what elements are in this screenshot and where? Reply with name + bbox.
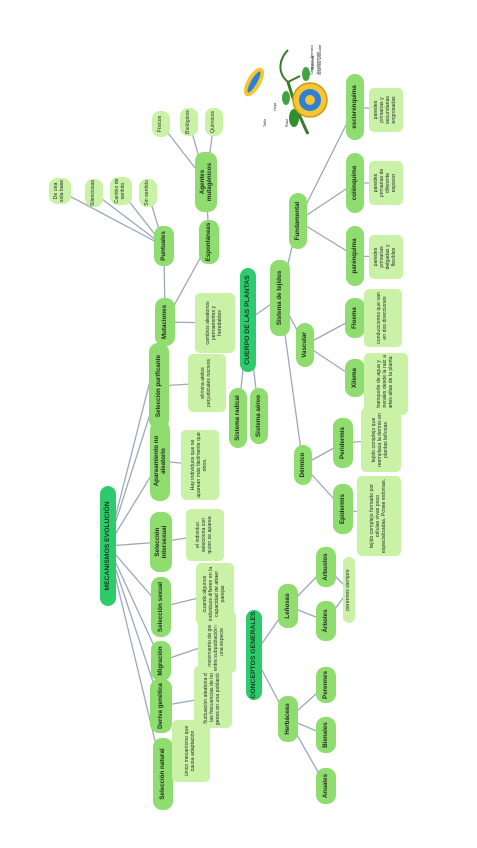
- seleccion-sexual-node: Selección sexual: [151, 577, 171, 637]
- fisicos-node: Físicos: [152, 111, 170, 137]
- connector-line: [107, 545, 162, 662]
- deriva-genetica-desc: fluctuación aleatoria de las frecuencias…: [194, 666, 232, 728]
- parenquima-node: parénquima: [346, 226, 364, 286]
- sistema-radical-node: Sistema radical: [229, 388, 247, 448]
- bienales-node: Bienales: [316, 717, 336, 753]
- seleccion-purificante-desc: elimina alelos perjudiciales nocivos: [188, 354, 226, 412]
- seleccion-purificante-node: Selección purificante: [149, 343, 169, 429]
- cambio-de-sentido-node: Cambio de sentido: [110, 177, 132, 205]
- sistema-tejidos-node: Sistema de tejidos: [270, 260, 290, 336]
- apareamiento-no-aleatorio-node: Apareamiento no aleatorio: [150, 421, 170, 501]
- arboles-node: Árboles: [316, 601, 336, 641]
- xilema-desc: transporte de agua y minerales desde la …: [364, 353, 408, 415]
- connector-line: [59, 190, 165, 247]
- puntuales-node: Puntuales: [154, 226, 174, 266]
- dermico-node: Dérmico: [294, 445, 312, 485]
- connector-line: [107, 545, 164, 775]
- biologicos-node: Biológicos: [180, 108, 198, 136]
- apareamiento-desc: Hay individuos que se aparean más fácilm…: [181, 430, 219, 500]
- herbaceas-node: Herbáceas: [278, 696, 298, 742]
- perennes-siempre-node: perennes siempre: [343, 557, 355, 623]
- arbustos-node: Arbustos: [316, 547, 336, 587]
- silenciosas-node: Silenciosas: [85, 179, 103, 207]
- connector-line: [93, 192, 165, 247]
- migracion-node: Migración: [151, 641, 171, 681]
- vascular-node: Vascular: [296, 323, 314, 367]
- sin-sentido-node: Sin sentido: [139, 179, 157, 207]
- tallo-label: Tallo: [261, 118, 267, 128]
- conceptos-generales-node: CONCEPTOS GENERALES: [246, 610, 262, 700]
- peridermis-node: Peridermis: [333, 418, 353, 468]
- cuerpo-plantas-node: CUERPO DE LAS PLANTAS: [240, 268, 256, 372]
- perennes-node: Perennes: [316, 667, 336, 703]
- agentes-mutagenicos-node: Agentes mutagénicos: [195, 152, 217, 212]
- floema-node: Floema: [345, 298, 365, 338]
- connector-line: [107, 545, 162, 707]
- connector-line: [297, 106, 356, 222]
- hoja-label: Hoja: [271, 102, 277, 112]
- de-una-sola-base-node: De una sola base: [49, 178, 71, 204]
- colenquima-node: colénquima: [346, 153, 364, 213]
- connector-line: [297, 220, 356, 257]
- fundamental-node: Fundamental: [289, 193, 307, 249]
- mecanismos-evolucion-node: MECANISMOS EVOLUCIÓN: [100, 486, 116, 606]
- seleccion-natural-node: Selección natural: [153, 738, 173, 810]
- connector-line: [297, 182, 356, 222]
- stem-cross-section: [292, 82, 328, 118]
- peridermis-desc: tejido complejo que reemplaza la dermis …: [361, 408, 401, 472]
- mutaciones-node: Mutaciones: [155, 298, 175, 346]
- sistema-vascular-label: Sistema vascular: [316, 44, 322, 76]
- epidermis-desc: tejido complejo formado por células viva…: [357, 476, 401, 556]
- seleccion-sexual-desc: cuando algunos individuos difieren en la…: [196, 563, 234, 625]
- sistema-aereo-node: Sistema aéreo: [250, 388, 268, 444]
- seleccion-intersexual-node: Selección intersexual: [150, 512, 172, 572]
- parenquima-desc: paredes primarias delgadas y flexibles: [369, 235, 403, 279]
- root-cross-section: [243, 67, 265, 97]
- anuales-node: Anuales: [316, 768, 336, 804]
- seleccion-natural-desc: único mecanismo que causa adaptación: [172, 720, 210, 782]
- floema-desc: conducciones que van en dos direcciones: [364, 289, 402, 347]
- seleccion-intersexual-desc: el individuo selecciona con quien se apa…: [186, 509, 224, 561]
- raiz-label: Raíz: [283, 118, 289, 128]
- mutaciones-desc: cambios aleatorios permanentes y heredab…: [195, 293, 235, 353]
- quimicos-node: Químicos: [205, 108, 223, 136]
- colenquima-desc: paredes primarias de diferente espesor: [369, 161, 403, 205]
- xilema-node: Xilema: [345, 359, 365, 397]
- epidermis-node: Epidermis: [333, 484, 353, 534]
- deriva-genetica-node: Deriva genética: [150, 679, 172, 733]
- esclerenquima-desc: paredes primarias y secundarias engrosad…: [369, 88, 403, 132]
- espontaneas-node: Espontáneas: [199, 220, 219, 264]
- esclerenquima-node: esclerénquima: [346, 74, 364, 140]
- lenosas-node: Leñosas: [278, 584, 298, 628]
